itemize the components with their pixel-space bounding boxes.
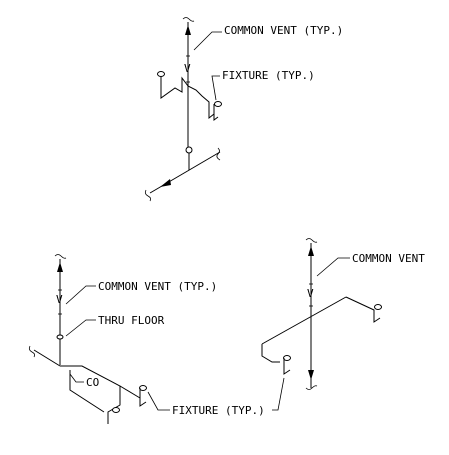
fixture-outlet-icon: [283, 355, 291, 361]
fixture-typ-label: FIXTURE (TYP.): [222, 69, 315, 82]
common-vent-typ-label: COMMON VENT (TYP.): [224, 24, 343, 37]
leader-line: [65, 285, 96, 305]
fixture-branch-line: [160, 76, 215, 120]
fixture-riser-line: [139, 388, 147, 407]
flow-arrow-icon: [308, 246, 314, 256]
flow-arrow-icon: [185, 25, 191, 35]
horizontal-branch-line: [261, 296, 347, 345]
flow-arrow-icon: [308, 370, 314, 380]
fixture-typ-label: FIXTURE (TYP.): [172, 404, 265, 417]
vent-marker-label: V: [56, 293, 63, 306]
fitting-icon: [185, 146, 193, 154]
fixture-outlet-icon: [139, 385, 147, 391]
leader-line: [193, 31, 222, 51]
break-symbol-icon: [305, 385, 318, 390]
leader-line: [65, 319, 96, 337]
drain-branch-line: [119, 385, 141, 399]
floor-penetration-icon: [56, 334, 64, 340]
fixture-branch-line: [213, 104, 219, 121]
left-riser-group: V COMMON VENT (TYP.) THRU FLOOR CO FIXTU…: [28, 254, 265, 424]
top-riser-group: V COMMON VENT (TYP.) FIXTURE (TYP.): [144, 17, 343, 202]
break-symbol-icon: [182, 17, 195, 22]
leader-line: [69, 373, 84, 383]
break-symbol-icon: [305, 238, 318, 243]
leader-line: [316, 257, 350, 277]
fixture-riser-line: [283, 358, 291, 375]
drain-branch-line: [69, 370, 105, 413]
vent-marker-label: V: [184, 62, 191, 75]
drain-branch-line: [60, 365, 121, 424]
building-drain-line: [33, 349, 61, 367]
break-symbol-icon: [216, 147, 221, 161]
fixture-branch-line: [345, 296, 381, 323]
leader-line: [272, 377, 285, 411]
common-vent-typ-label: COMMON VENT (TYP.): [98, 280, 217, 293]
cleanout-label: CO: [86, 376, 99, 389]
fixture-outlet-icon: [112, 407, 120, 413]
fixture-branch-line: [261, 344, 280, 363]
flow-arrow-icon: [160, 179, 171, 187]
leader-line: [211, 75, 220, 101]
break-symbol-icon: [28, 345, 36, 358]
vent-marker-label: V: [307, 287, 314, 300]
flow-arrow-icon: [57, 262, 63, 272]
leader-line: [147, 391, 170, 411]
break-symbol-icon: [144, 189, 152, 202]
common-vent-label: COMMON VENT: [352, 252, 425, 265]
break-symbol-icon: [54, 254, 67, 259]
thru-floor-label: THRU FLOOR: [98, 314, 165, 327]
fixture-outlet-icon: [157, 71, 165, 77]
fixture-outlet-icon: [214, 101, 222, 107]
right-riser-group: V COMMON VENT: [261, 238, 425, 411]
fixture-outlet-icon: [374, 304, 382, 310]
